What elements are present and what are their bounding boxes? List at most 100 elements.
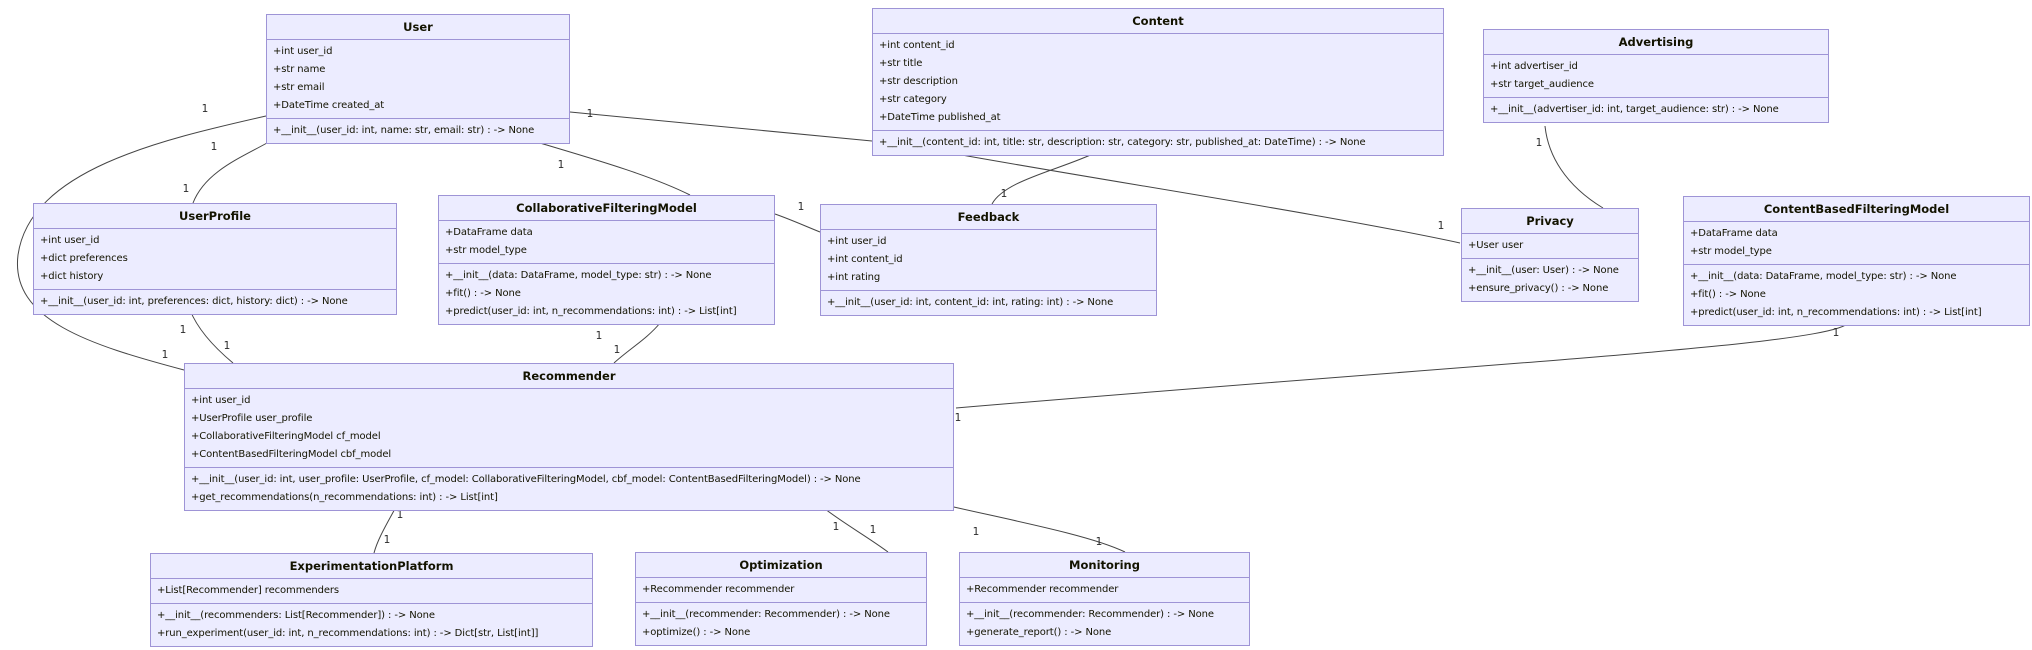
class-box-feedback[interactable]: Feedback+int user_id+int content_id+int … [820, 204, 1157, 316]
class-methods-section: +__init__(data: DataFrame, model_type: s… [439, 263, 774, 324]
multiplicity-label: 1 [587, 108, 594, 120]
class-box-user[interactable]: User+int user_id+str name+str email+Date… [266, 14, 570, 144]
class-method: +__init__(user_id: int, name: str, email… [273, 125, 535, 136]
class-attribute: +str title [879, 58, 923, 69]
class-attribute: +int user_id [273, 46, 333, 57]
class-methods-section: +__init__(user_id: int, user_profile: Us… [185, 467, 953, 510]
class-attribute: +int user_id [40, 235, 100, 246]
relationship-edge-recommender-monitoring [944, 504, 1126, 553]
multiplicity-label: 1 [798, 201, 805, 213]
class-method: +fit() : -> None [445, 288, 521, 299]
relationship-edge-advertising-privacy [1544, 125, 1604, 209]
multiplicity-label: 1 [1536, 137, 1543, 149]
class-attribute: +str email [273, 82, 325, 93]
class-attributes-section: +User user [1462, 233, 1638, 258]
class-title-monitoring: Monitoring [1069, 558, 1140, 572]
class-box-experimentation_platform[interactable]: ExperimentationPlatform +List[Recommender… [150, 553, 593, 647]
class-method: +__init__(user_id: int, preferences: dic… [40, 296, 348, 307]
multiplicity-label: 1 [397, 509, 404, 521]
multiplicity-label: 1 [614, 344, 621, 356]
class-attributes-section: +int user_id +dict preferences +dict histo… [34, 228, 396, 289]
class-box-cf_model[interactable]: CollaborativeFilteringModel +DataFrame da… [438, 195, 775, 325]
class-attributes-section: +int content_id +str title +str descriptio… [873, 33, 1443, 130]
relationship-edge-user-cf_model [539, 142, 691, 196]
class-method: +fit() : -> None [1690, 289, 1766, 300]
class-box-privacy[interactable]: Privacy+User user+__init__(user: User) :… [1461, 208, 1639, 302]
class-attribute: +str name [273, 64, 326, 75]
class-attribute: +str description [879, 76, 958, 87]
class-method: +__init__(data: DataFrame, model_type: s… [445, 270, 712, 281]
class-attributes-section: +Recommender recommender [960, 577, 1249, 602]
multiplicity-label: 1 [180, 324, 187, 336]
class-methods-section: +__init__(user_id: int, name: str, email… [267, 118, 569, 143]
class-attribute: +DataFrame data [445, 227, 533, 238]
class-attributes-section: +int advertiser_id+str target_audience [1484, 54, 1828, 97]
multiplicity-label: 1 [224, 340, 231, 352]
class-attribute: +str model_type [1690, 246, 1772, 257]
class-method: +run_experiment(user_id: int, n_recommen… [157, 628, 539, 639]
class-title-experimentation_platform: ExperimentationPlatform [289, 559, 454, 573]
class-methods-section: +__init__(user: User) : -> None+ensure_p… [1462, 258, 1638, 301]
class-attribute: +CollaborativeFilteringModel cf_model [191, 431, 381, 442]
class-box-advertising[interactable]: Advertising+int advertiser_id+str target… [1483, 29, 1829, 123]
class-box-content[interactable]: Content +int content_id +str title +str des… [872, 8, 1444, 156]
class-box-monitoring[interactable]: Monitoring +Recommender recommender+__ini… [959, 552, 1250, 646]
class-method: +predict(user_id: int, n_recommendations… [445, 306, 737, 317]
class-method: +__init__(user_id: int, content_id: int,… [827, 297, 1114, 308]
relationship-edge-user_profile-recommender [189, 309, 234, 364]
multiplicity-label: 1 [1833, 327, 1840, 339]
class-method: +predict(user_id: int, n_recommendations… [1690, 307, 1982, 318]
class-attributes-section: +DataFrame data+str model_type [439, 220, 774, 263]
class-attribute: +int content_id [827, 254, 903, 265]
class-attribute: +int rating [827, 272, 881, 283]
relationship-edge-cf_model-recommender [613, 322, 661, 364]
class-attribute: +dict history [40, 271, 104, 282]
relationship-edge-recommender-optimization [819, 504, 889, 553]
class-box-recommender[interactable]: Recommender+int user_id+UserProfile user… [184, 363, 954, 511]
multiplicity-label: 1 [870, 524, 877, 536]
class-title-content: Content [1132, 14, 1184, 28]
relationship-edge-user-content [569, 111, 873, 142]
class-attribute: +UserProfile user_profile [191, 413, 313, 424]
class-attributes-section: +int user_id+UserProfile user_profile+Co… [185, 388, 953, 467]
relationship-edge-content-privacy [944, 151, 1461, 244]
class-method: +__init__(recommender: Recommender) : ->… [642, 609, 890, 620]
class-attribute: +Recommender recommender [642, 584, 795, 595]
multiplicity-label: 1 [1438, 220, 1445, 232]
class-attribute: +DataFrame data [1690, 228, 1778, 239]
class-methods-section: +__init__(data: DataFrame, model_type: s… [1684, 264, 2029, 325]
class-attributes-section: +int user_id+str name+str email+DateTime… [267, 39, 569, 118]
relationship-edge-user-recommender [17, 115, 267, 371]
class-methods-section: +__init__(advertiser_id: int, target_aud… [1484, 97, 1828, 122]
multiplicity-label: 1 [1001, 188, 1008, 200]
multiplicity-label: 1 [973, 526, 980, 538]
class-method: +__init__(advertiser_id: int, target_aud… [1490, 104, 1779, 115]
multiplicity-label: 1 [211, 141, 218, 153]
relationship-edge-cbf_model-recommender [955, 321, 1850, 409]
class-attributes-section: +DataFrame data +str model_type [1684, 221, 2029, 264]
class-attributes-section: +int user_id+int content_id+int rating [821, 229, 1156, 290]
class-attribute: +DateTime published_at [879, 112, 1001, 123]
class-box-optimization[interactable]: Optimization+Recommender recommender+__i… [635, 552, 927, 646]
class-attributes-section: +List[Recommender] recommenders [151, 578, 592, 603]
relationship-edge-user-user_profile [192, 142, 268, 204]
class-method: +generate_report() : -> None [966, 627, 1112, 638]
class-title-cf_model: CollaborativeFilteringModel [516, 201, 697, 215]
class-attribute: +int content_id [879, 40, 955, 51]
class-title-feedback: Feedback [957, 210, 1020, 224]
class-methods-section: +__init__(recommender: Recommender) : ->… [960, 602, 1249, 645]
class-method: +ensure_privacy() : -> None [1468, 283, 1609, 294]
class-box-user_profile[interactable]: UserProfile+int user_id+dict preferences… [33, 203, 397, 315]
multiplicity-label: 1 [955, 412, 962, 424]
class-method: +__init__(data: DataFrame, model_type: s… [1690, 271, 1957, 282]
class-method: +__init__(user_id: int, user_profile: Us… [191, 474, 861, 485]
class-attribute: +str target_audience [1490, 79, 1594, 90]
class-box-cbf_model[interactable]: ContentBasedFilteringModel+DataFrame dat… [1683, 196, 2030, 326]
class-attribute: +List[Recommender] recommenders [157, 585, 340, 596]
class-method: +__init__(content_id: int, title: str, d… [879, 137, 1366, 148]
class-method: +get_recommendations(n_recommendations: … [191, 492, 498, 503]
class-methods-section: +__init__(recommenders: List[Recommender… [151, 603, 592, 646]
class-attribute: +dict preferences [40, 253, 128, 264]
